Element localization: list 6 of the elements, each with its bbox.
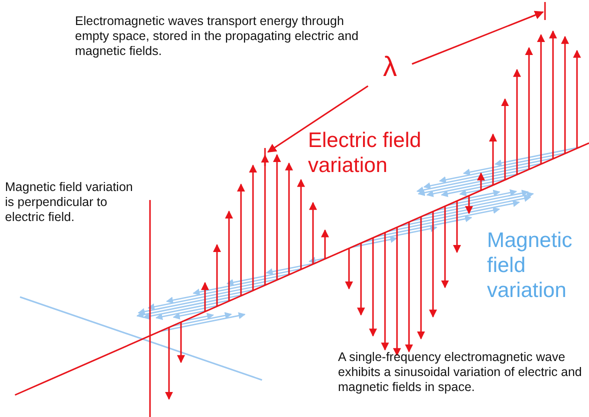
magnetic-field-label: Magnetic field variation xyxy=(487,228,574,304)
electric-field-label: Electric field variation xyxy=(308,128,422,178)
note-text: Magnetic field variation is perpendicular to electric field. xyxy=(5,180,134,225)
wavelength-symbol: λ xyxy=(382,50,398,84)
note-text: A single-frequency electromagnetic wave exhibits a sinusoidal variation of electric and magnetic fields in space. xyxy=(338,350,583,395)
note-text: Electromagnetic waves transport energy through empty space, stored in the propagating electric and magnetic fields. xyxy=(75,14,360,59)
